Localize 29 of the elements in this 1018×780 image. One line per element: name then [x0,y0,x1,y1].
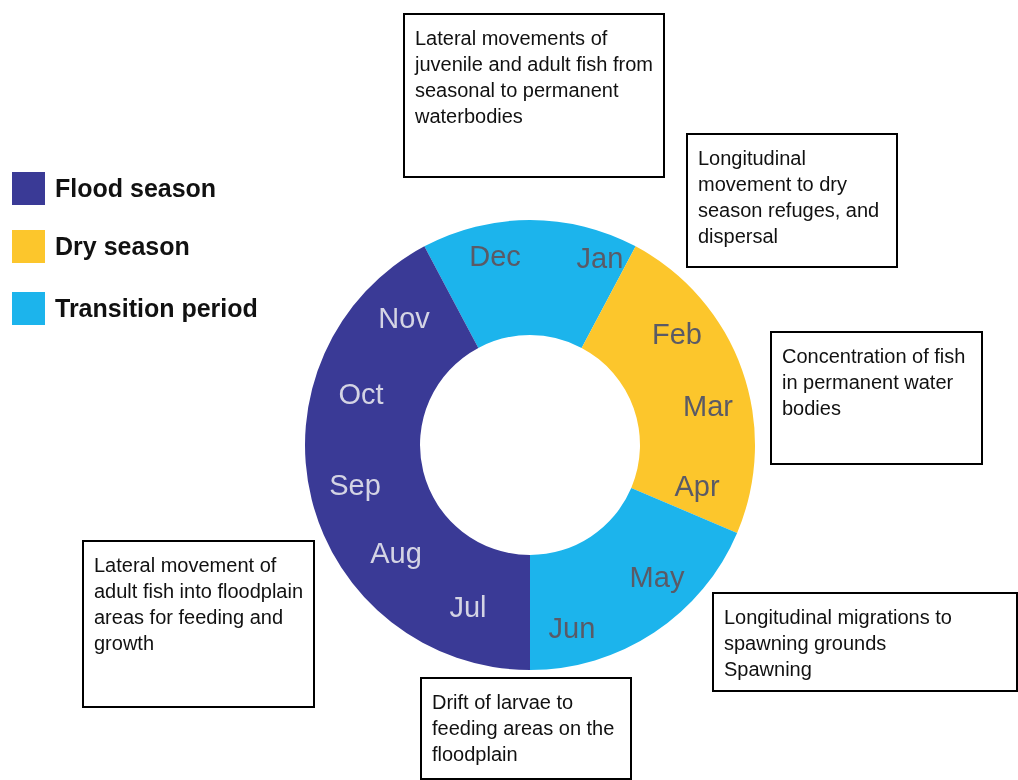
annotation-text: Lateral movements of juvenile and adult fish from seasonal to permanent waterbodies [415,26,654,129]
annotation-text: Spawning [724,657,813,682]
annotation-box [420,677,632,780]
month-label: Apr [674,470,720,502]
month-label: Jun [548,612,596,644]
annotation-box [770,331,983,465]
season-segment [305,246,530,670]
month-label: Feb [652,318,702,350]
annotation-text: Concentration of fish in permanent water bodies [782,344,967,421]
month-label: Dec [469,240,521,272]
month-label: Aug [370,537,422,569]
month-label: Sep [329,469,381,501]
month-label: May [629,561,685,593]
month-label: Jan [576,242,624,274]
annotation-box [712,592,1018,692]
legend-label: Transition period [55,294,258,323]
annotation-text: Lateral movement of adult fish into floodplain areas for feeding and growth [94,553,305,656]
legend-label: Flood season [55,174,217,203]
month-label: Oct [338,378,384,410]
legend-label: Dry season [55,232,190,261]
month-label: Jul [449,591,487,623]
annotation-box [403,13,665,178]
annotation-text: Longitudinal movement to dry season refuges, and dispersal [698,146,881,249]
annotation-text: Drift of larvae to feeding areas on the floodplain [432,690,616,767]
month-label: Mar [683,390,733,422]
annotation-text: Longitudinal migrations to spawning grounds [724,605,953,656]
month-label: Nov [378,302,430,334]
annotation-box [686,133,898,268]
annotation-box [82,540,315,708]
